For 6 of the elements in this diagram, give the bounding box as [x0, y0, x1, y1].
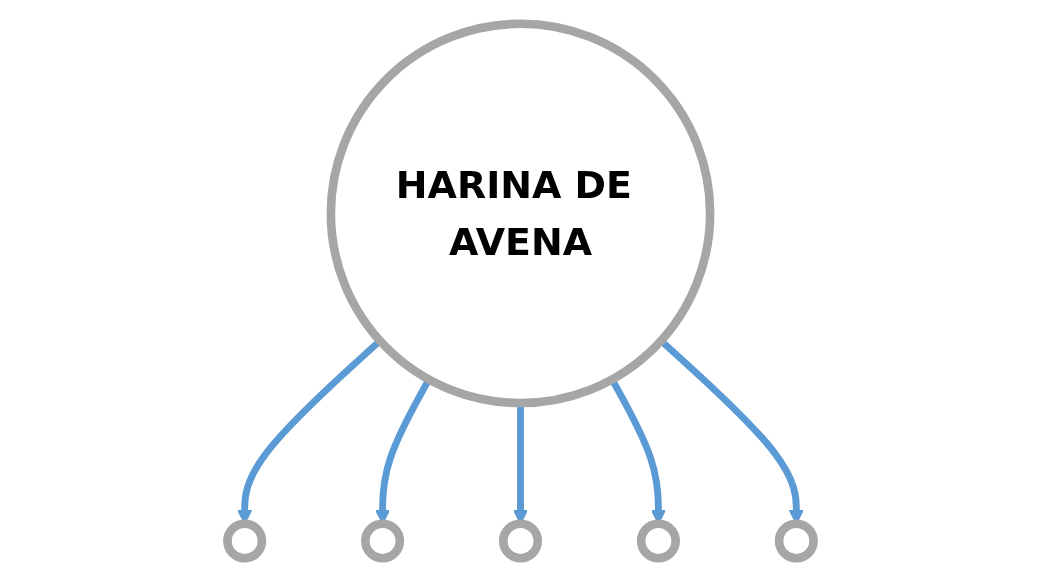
node-circle	[361, 519, 405, 563]
node-circle	[774, 519, 818, 563]
node-circle	[636, 519, 680, 563]
node-circle: HARINA DE AVENA	[326, 19, 715, 408]
node-circle	[223, 519, 267, 563]
node-circle	[498, 519, 543, 563]
